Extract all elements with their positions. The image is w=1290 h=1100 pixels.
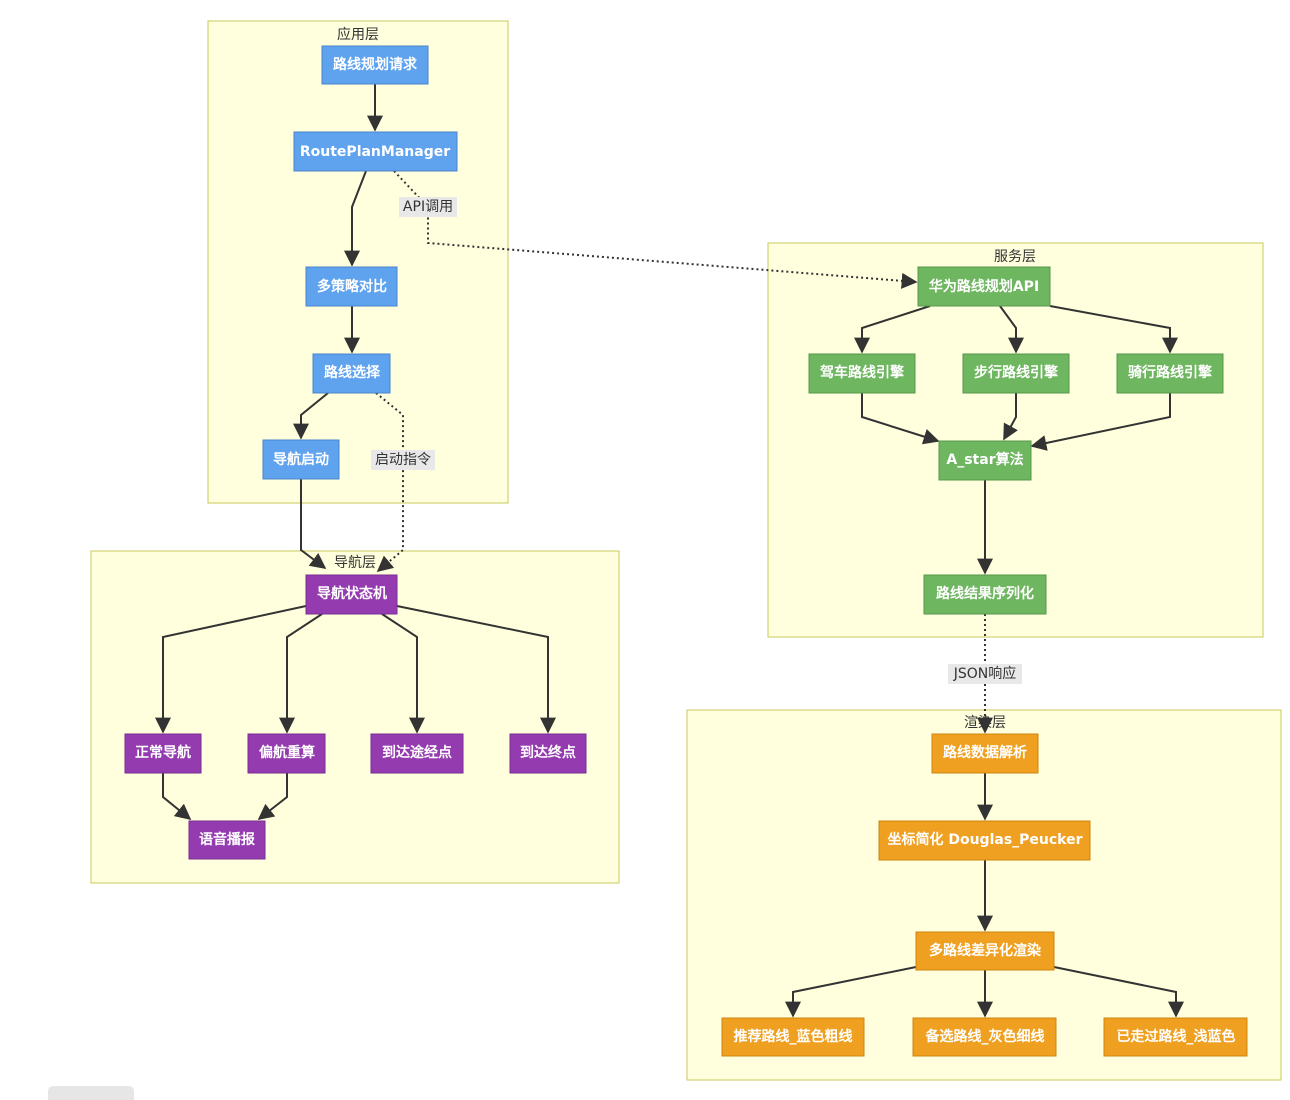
node-alt-route[interactable]: 备选路线_灰色细线 — [912, 1017, 1057, 1057]
node-walk-engine-label: 步行路线引擎 — [974, 364, 1058, 381]
node-rec-route-label: 推荐路线_蓝色粗线 — [734, 1028, 853, 1045]
node-reach-waypoint[interactable]: 到达途经点 — [370, 733, 464, 774]
node-ride-engine[interactable]: 骑行路线引擎 — [1116, 353, 1224, 394]
node-reroute[interactable]: 偏航重算 — [247, 733, 326, 774]
edge-manager-to-multi — [344, 170, 367, 267]
node-route-request[interactable]: 路线规划请求 — [321, 45, 429, 85]
edge-label-api-call: API调用 — [399, 197, 457, 217]
node-voice-label: 语音播报 — [199, 831, 255, 848]
node-walked-route[interactable]: 已走过路线_浅蓝色 — [1103, 1017, 1248, 1057]
node-a-star[interactable]: A_star算法 — [938, 440, 1032, 481]
node-reach-waypoint-label: 到达途经点 — [382, 744, 452, 761]
bottom-toolbar — [0, 1080, 200, 1100]
edge-select-to-statemachine — [375, 392, 404, 573]
node-alt-route-label: 备选路线_灰色细线 — [925, 1028, 1045, 1045]
node-serialize[interactable]: 路线结果序列化 — [923, 574, 1047, 615]
edge-normal-to-voice — [162, 773, 192, 821]
edge-walk-to-astar — [1003, 393, 1018, 441]
node-normal-nav-label: 正常导航 — [135, 744, 191, 761]
edge-label-start-cmd: 启动指令 — [371, 450, 435, 470]
node-multi-strategy[interactable]: 多策略对比 — [305, 266, 398, 307]
edge-sm-to-end — [396, 605, 556, 734]
edge-api-to-drive — [854, 305, 931, 354]
node-nav-state-machine[interactable]: 导航状态机 — [305, 574, 398, 615]
node-reach-end[interactable]: 到达终点 — [509, 733, 587, 774]
node-normal-nav[interactable]: 正常导航 — [124, 733, 202, 774]
edge-select-to-navstart — [293, 392, 329, 440]
node-reroute-label: 偏航重算 — [259, 744, 315, 761]
node-rec-route[interactable]: 推荐路线_蓝色粗线 — [721, 1017, 865, 1057]
edge-label-json-resp-text: JSON响应 — [953, 665, 1017, 682]
edge-sm-to-normal — [155, 605, 307, 734]
node-nav-state-machine-label: 导航状态机 — [317, 585, 387, 602]
node-a-star-label: A_star算法 — [946, 451, 1023, 468]
node-simplify[interactable]: 坐标简化 Douglas_Peucker — [878, 820, 1091, 861]
edge-sm-to-waypoint — [381, 613, 425, 734]
node-route-plan-manager[interactable]: RoutePlanManager — [293, 131, 458, 172]
node-parse[interactable]: 路线数据解析 — [931, 733, 1039, 774]
node-walk-engine[interactable]: 步行路线引擎 — [962, 353, 1070, 394]
node-ride-engine-label: 骑行路线引擎 — [1128, 364, 1212, 381]
node-reach-end-label: 到达终点 — [520, 744, 576, 761]
node-nav-start[interactable]: 导航启动 — [262, 439, 340, 480]
edge-label-start-cmd-text: 启动指令 — [375, 452, 431, 468]
node-huawei-api[interactable]: 华为路线规划API — [917, 266, 1051, 307]
node-parse-label: 路线数据解析 — [943, 744, 1027, 761]
edges — [155, 84, 1184, 1018]
node-nav-start-label: 导航启动 — [273, 451, 329, 468]
node-route-select[interactable]: 路线选择 — [312, 353, 391, 394]
edge-navstart-to-statemachine — [300, 479, 327, 569]
cluster-service-title: 服务层 — [994, 249, 1036, 265]
edge-label-json-resp: JSON响应 — [948, 664, 1022, 684]
edge-label-api-call-text: API调用 — [403, 199, 453, 215]
edge-ride-to-astar — [1030, 393, 1171, 451]
node-route-request-label: 路线规划请求 — [333, 56, 418, 73]
edge-sm-to-reroute — [279, 613, 323, 734]
edge-manager-to-api — [393, 170, 918, 289]
node-drive-engine-label: 驾车路线引擎 — [819, 364, 904, 381]
node-walked-route-label: 已走过路线_浅蓝色 — [1117, 1028, 1236, 1045]
node-diff-render[interactable]: 多路线差异化渲染 — [915, 931, 1055, 971]
edge-api-to-walk — [999, 305, 1024, 354]
node-multi-strategy-label: 多策略对比 — [317, 278, 387, 295]
node-route-select-label: 路线选择 — [324, 364, 381, 381]
cluster-render-title: 渲染层 — [964, 715, 1006, 731]
node-drive-engine[interactable]: 驾车路线引擎 — [808, 353, 916, 394]
edge-diff-to-rec — [785, 966, 917, 1018]
edge-api-to-ride — [1049, 305, 1178, 354]
edge-reroute-to-voice — [257, 773, 288, 820]
node-serialize-label: 路线结果序列化 — [936, 585, 1034, 602]
edge-drive-to-astar — [861, 393, 940, 445]
node-diff-render-label: 多路线差异化渲染 — [929, 942, 1042, 959]
node-simplify-label: 坐标简化 Douglas_Peucker — [887, 831, 1082, 848]
node-voice[interactable]: 语音播报 — [188, 820, 266, 860]
toolbar-tab[interactable] — [48, 1086, 134, 1100]
node-huawei-api-label: 华为路线规划API — [929, 278, 1039, 295]
cluster-nav-title: 导航层 — [334, 555, 376, 571]
node-route-plan-manager-label: RoutePlanManager — [300, 144, 450, 160]
cluster-app-title: 应用层 — [337, 26, 379, 43]
cluster-app: 应用层 — [207, 20, 509, 504]
edge-diff-to-walked — [1053, 966, 1184, 1018]
